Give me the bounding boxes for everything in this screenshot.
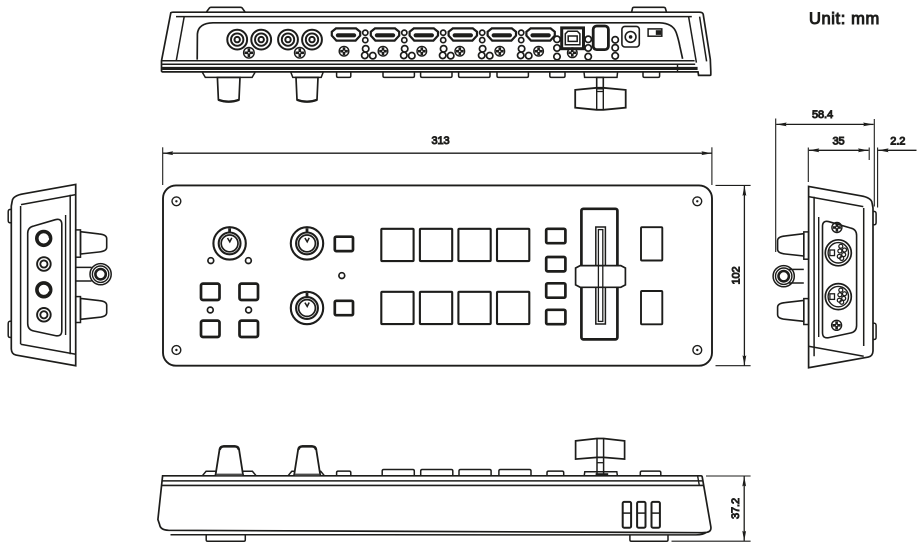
svg-text:37.2: 37.2: [730, 498, 742, 519]
svg-text:102: 102: [731, 266, 743, 284]
svg-text:Unit: mm: Unit: mm: [809, 10, 880, 28]
svg-text:35: 35: [832, 136, 844, 148]
svg-text:313: 313: [431, 135, 449, 147]
svg-text:2.2: 2.2: [890, 136, 905, 148]
svg-text:58.4: 58.4: [812, 109, 833, 121]
